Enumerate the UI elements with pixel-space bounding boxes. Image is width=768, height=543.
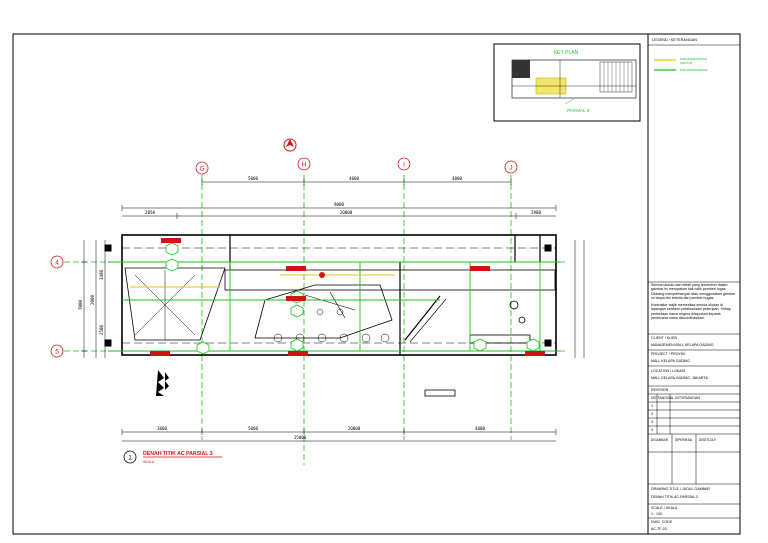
svg-text:INDOOR: INDOOR	[680, 61, 693, 65]
dim-left-1: 7000	[78, 299, 83, 310]
dim-mid-2: 20000	[340, 210, 353, 215]
svg-text:H: H	[302, 162, 307, 169]
indoor-pipes	[130, 274, 395, 288]
key-plan-hatch	[603, 62, 629, 92]
refrigerant-pipes	[108, 261, 560, 352]
stair-right	[404, 295, 441, 341]
plant-icons	[156, 370, 169, 396]
grid-bubble-g: G	[195, 161, 209, 175]
scale-value: 1 : 100	[651, 512, 662, 516]
drawing-title-scale: SKALA	[143, 460, 155, 464]
ac-unit-icon	[473, 338, 487, 352]
grid-bubble-h: H	[297, 157, 311, 171]
ac-unit-icon	[290, 304, 304, 318]
ac-unit-icon	[526, 338, 540, 352]
key-plan-outline	[511, 59, 637, 99]
key-plan-frame	[493, 43, 641, 122]
sign-label-drawn: DIGAMBAR	[651, 438, 669, 442]
sheet-border	[12, 33, 741, 535]
dim-top-total: 9000	[334, 202, 345, 207]
revision-row: 1	[651, 404, 653, 408]
drawing-title-text: DENAH TITIK AC PARSIAL 3	[143, 451, 213, 457]
dim-top-1: 5000	[248, 176, 259, 181]
sign-label-checked: DIPERIKSA	[675, 438, 693, 442]
ac-tags	[150, 238, 545, 356]
drawing-title-label: DRAWING TITLE / JUDUL GAMBAR	[651, 487, 710, 491]
north-arrow-icon	[283, 138, 297, 152]
dwg-code-value: AC-TF-03	[651, 527, 667, 531]
atrium-void	[254, 284, 393, 339]
dwg-code-label: DWG. CODE	[651, 520, 673, 524]
dim-bot-1: 3000	[157, 426, 168, 431]
escalator-area-left	[124, 267, 226, 341]
revision-label: REVISION	[651, 388, 669, 392]
dim-top-2: 4000	[349, 176, 360, 181]
notes-block: Semua ukuran dan detail yang tercantum d…	[651, 283, 736, 321]
dim-bot-4: 4000	[475, 426, 486, 431]
legend-title: LEGEND / KETERANGAN	[652, 38, 697, 42]
key-plan-partial-label: PARSIAL 3	[567, 108, 590, 113]
project-label: PROJECT / PROYEK	[651, 352, 686, 356]
grid-bubble-i: I	[397, 157, 411, 171]
sign-label-approved: DISETUJUI	[699, 438, 716, 442]
project-value: MALL KELAPA GADING	[651, 359, 690, 363]
grid-bubble-4: 4	[50, 255, 64, 269]
key-plan-title: KEY PLAN	[554, 50, 579, 56]
drawing-title-value: DENAH TITIK AC PARSIAL 3	[651, 495, 698, 499]
svg-text:5: 5	[55, 349, 59, 356]
dim-bot-2: 5000	[248, 426, 259, 431]
ac-indoor-units	[150, 238, 545, 356]
drawing-number: 1	[128, 455, 132, 462]
svg-text:PIPA REFRIGERAN: PIPA REFRIGERAN	[680, 57, 707, 61]
client-label: CLIENT / KLIEN	[651, 336, 678, 340]
dim-left-3: 3400	[99, 269, 104, 280]
grid-bubble-j: J	[504, 160, 518, 174]
revision-row: 3	[651, 420, 653, 424]
grid-bubbles-left: 4 5	[50, 255, 64, 358]
notes-paragraph-2: Kontraktor wajib memeriksa semua ukuran …	[651, 303, 731, 321]
svg-text:PIPA REFRIGERAN: PIPA REFRIGERAN	[680, 68, 707, 72]
grid-bubble-5: 5	[50, 344, 64, 358]
location-value: MALL KELAPA GADING, JAKARTA	[651, 376, 708, 380]
dim-top-3: 4000	[452, 176, 463, 181]
ac-unit-icon	[290, 338, 304, 352]
revision-row: 4	[651, 428, 653, 432]
dimension-texts: 5000 4000 4000 9000 2050 20000 2900 3000…	[78, 176, 542, 440]
grid-lines	[64, 175, 565, 465]
client-value: MANAJEMEN MALL KELAPA GADING	[651, 343, 714, 347]
dim-left-4: 2500	[99, 324, 104, 335]
fan-icon	[319, 272, 325, 278]
key-plan-block	[512, 60, 530, 78]
svg-text:4: 4	[55, 260, 59, 267]
location-label: LOCATION / LOKASI	[651, 369, 685, 373]
legend-item-1: PIPA REFRIGERAN INDOOR	[654, 57, 707, 65]
ac-unit-icon	[165, 258, 179, 272]
drawing-title: 1 DENAH TITIK AC PARSIAL 3 SKALA	[123, 450, 222, 464]
ac-unit-icon	[165, 242, 179, 256]
lower-counter	[424, 389, 456, 397]
dimension-lines	[81, 179, 585, 442]
key-plan: KEY PLAN PARSIAL 3	[493, 43, 641, 122]
grid-bubbles-top: G H I J	[195, 157, 518, 175]
dim-mid-3: 2900	[531, 210, 542, 215]
revision-header: NO TANGGAL KETERANGAN	[651, 396, 700, 400]
title-block: LEGEND / KETERANGAN PIPA REFRIGERAN INDO…	[648, 38, 740, 531]
dim-bot-3: 20000	[348, 426, 361, 431]
svg-text:I: I	[403, 162, 405, 169]
notes-paragraph-1: Semua ukuran dan detail yang tercantum d…	[651, 283, 736, 300]
dim-left-2: 2000	[90, 294, 95, 305]
ac-unit-icon	[196, 341, 210, 355]
revision-row: 2	[651, 412, 653, 416]
svg-text:J: J	[509, 165, 512, 172]
outer-wall	[121, 234, 557, 356]
scale-label: SCALE / SKALA	[651, 506, 678, 510]
svg-text:G: G	[199, 166, 204, 173]
dim-bot-total: 15000	[294, 435, 307, 440]
dim-mid-1: 2050	[145, 210, 156, 215]
legend-item-2: PIPA REFRIGERAN	[654, 68, 707, 72]
